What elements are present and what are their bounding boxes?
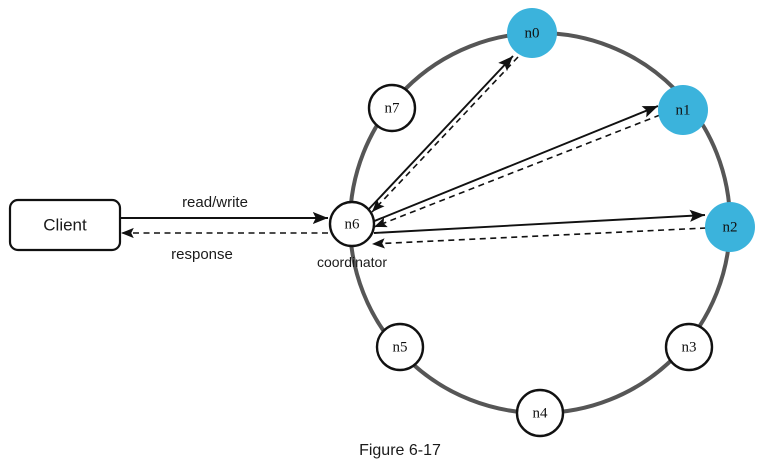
node-circle-n5[interactable] bbox=[375, 322, 425, 372]
node-circle-n0[interactable] bbox=[507, 8, 557, 58]
node-role-labels-group: coordinator bbox=[317, 254, 387, 270]
client-label: Client bbox=[43, 215, 87, 234]
response-label: response bbox=[171, 246, 233, 263]
client-box-group[interactable]: Client bbox=[8, 198, 122, 252]
ring-node-n3[interactable]: n3 bbox=[664, 322, 714, 372]
n6-to-n0-request-edge bbox=[367, 55, 514, 211]
n6-to-n2-request-edge bbox=[373, 209, 706, 234]
node-circle-n2[interactable] bbox=[705, 202, 755, 252]
ring-node-n7[interactable]: n7 bbox=[367, 83, 417, 133]
ring-node-n6[interactable]: n6 bbox=[328, 200, 376, 248]
ring-node-n1[interactable]: n1 bbox=[658, 85, 708, 135]
figure-caption: Figure 6-17 bbox=[359, 442, 441, 459]
node-circle-n4[interactable] bbox=[515, 388, 565, 438]
ring-node-n2[interactable]: n2 bbox=[705, 202, 755, 252]
node-circle-n1[interactable] bbox=[658, 85, 708, 135]
node-circle-n7[interactable] bbox=[367, 83, 417, 133]
n1-to-n6-ack-edge bbox=[373, 114, 661, 228]
role-label-n6: coordinator bbox=[317, 254, 387, 270]
n2-to-n6-ack-edge bbox=[371, 227, 707, 249]
ring-node-n0[interactable]: n0 bbox=[507, 8, 557, 58]
client-box[interactable] bbox=[8, 198, 122, 252]
n0-to-n6-ack-edge bbox=[371, 56, 519, 213]
ring-node-n5[interactable]: n5 bbox=[375, 322, 425, 372]
n6-to-n1-request-edge bbox=[371, 105, 659, 223]
read-write-request-label: read/write bbox=[182, 194, 248, 211]
node-circle-n6[interactable] bbox=[328, 200, 376, 248]
ring-nodes-group: n0 n1 n2 n3 n4 n5 n6 n7 bbox=[328, 8, 755, 438]
ring-node-n4[interactable]: n4 bbox=[515, 388, 565, 438]
node-circle-n3[interactable] bbox=[664, 322, 714, 372]
replication-edges-group bbox=[367, 55, 707, 249]
client-edges-group: read/write response bbox=[121, 194, 328, 263]
